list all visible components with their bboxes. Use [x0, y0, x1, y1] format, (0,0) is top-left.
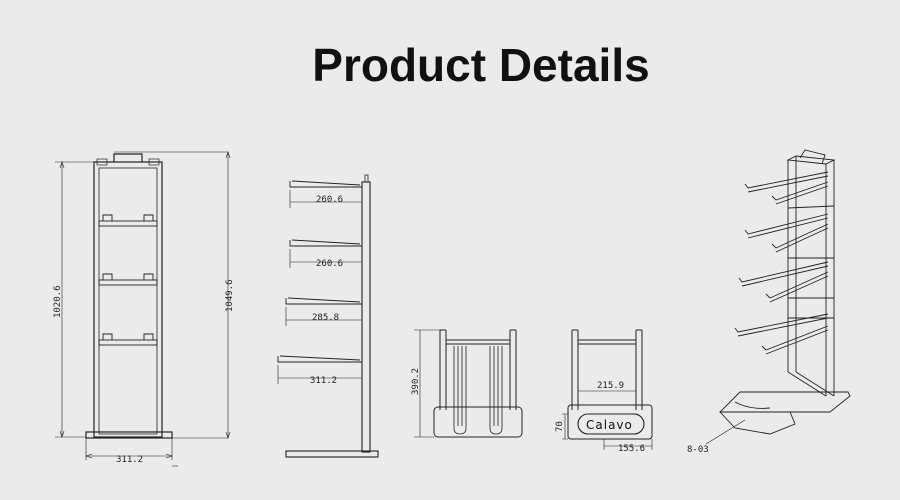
- base-width-dim: 311.2: [116, 455, 143, 465]
- part-ref-label: 8-03: [687, 445, 709, 455]
- arm2-dim: 260.6: [316, 259, 343, 269]
- overall-height-dim: 1049.6: [225, 279, 235, 312]
- calavo-logo: Calavo: [586, 418, 633, 432]
- arm3-dim: 285.8: [312, 313, 339, 323]
- base-depth-dim: 155.6: [618, 444, 645, 454]
- top-height-dim: 390.2: [411, 368, 421, 395]
- base-height-dim: 70: [555, 421, 565, 432]
- page-title: Product Details: [312, 39, 650, 91]
- front-view: 1020.6 1049.6 311.2: [53, 151, 235, 467]
- front-height-dim: 1020.6: [53, 285, 63, 318]
- arm4-dim: 311.2: [310, 376, 337, 386]
- bottom-inner-dim: 215.9: [597, 381, 624, 391]
- top-section-view: 390.2: [411, 329, 523, 438]
- side-view: 260.6 260.6 285.8 311.2: [277, 174, 379, 458]
- isometric-view: 8-03: [687, 149, 851, 455]
- arm1-dim: 260.6: [316, 195, 343, 205]
- base-view: 215.9 70 155.6 Calavo: [555, 329, 653, 454]
